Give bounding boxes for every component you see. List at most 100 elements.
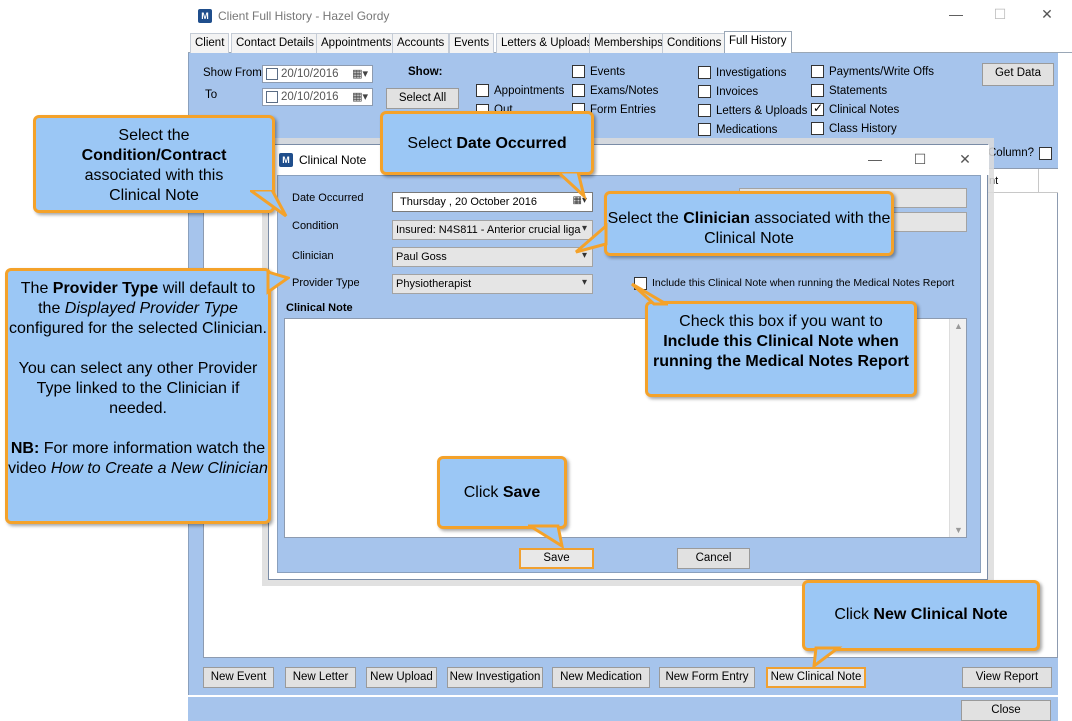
dialog-title-bar: M Clinical Note — ☐ ✕	[269, 145, 989, 175]
invoices-label: Invoices	[716, 86, 759, 98]
statements-checkbox[interactable]	[811, 84, 824, 97]
show-label: Show:	[408, 66, 443, 78]
callout-provider-type: The Provider Type will default to the Di…	[5, 268, 271, 524]
tab-letters-uploads[interactable]: Letters & Uploads	[496, 33, 598, 53]
condition-select[interactable]: Insured: N4S811 - Anterior crucial liga …	[392, 220, 593, 240]
to-checkbox[interactable]	[266, 91, 278, 103]
calendar-dropdown-icon[interactable]: ▦▾	[352, 91, 368, 103]
title-bar: M Client Full History - Hazel Gordy — ☐ …	[188, 0, 1072, 32]
tab-client[interactable]: Client	[190, 33, 230, 53]
right-edge	[1058, 53, 1072, 695]
payments-checkbox[interactable]	[811, 65, 824, 78]
select-all-button[interactable]: Select All	[386, 88, 459, 109]
tab-memberships[interactable]: Memberships	[589, 33, 669, 53]
close-icon[interactable]: ✕	[1041, 6, 1053, 22]
column-checkbox[interactable]	[1039, 147, 1052, 160]
new-upload-button[interactable]: New Upload	[366, 667, 437, 688]
events-label: Events	[590, 66, 626, 78]
appointments-checkbox[interactable]	[476, 84, 489, 97]
calendar-dropdown-icon[interactable]: ▦▾	[352, 68, 368, 80]
appointments-label: Appointments	[494, 85, 565, 97]
callout-condition: Select the Condition/Contract associated…	[33, 115, 275, 213]
medications-checkbox[interactable]	[698, 123, 711, 136]
clinical-notes-checkbox[interactable]	[811, 101, 824, 116]
footer-bar: Close	[188, 697, 1058, 721]
window-title: Client Full History - Hazel Gordy	[218, 9, 390, 23]
minimize-icon[interactable]: —	[949, 6, 963, 22]
new-letter-button[interactable]: New Letter	[285, 667, 356, 688]
tab-appointments[interactable]: Appointments	[316, 33, 397, 53]
chevron-down-icon[interactable]: ▾	[581, 223, 587, 234]
view-report-button[interactable]: View Report	[962, 667, 1052, 688]
date-occurred-picker[interactable]: Thursday , 20 October 2016 ▦▾	[392, 192, 593, 212]
date-occurred-label: Date Occurred	[292, 192, 364, 204]
form-entries-label: Form Entries	[590, 104, 656, 116]
grid-header: nt	[984, 169, 1058, 193]
show-from-date[interactable]: 20/10/2016 ▦▾	[262, 65, 373, 83]
chevron-down-icon[interactable]: ▾	[581, 277, 587, 288]
provider-type-select[interactable]: Physiotherapist ▾	[392, 274, 593, 294]
new-investigation-button[interactable]: New Investigation	[447, 667, 543, 688]
scroll-up-icon[interactable]: ▲	[954, 321, 963, 331]
tab-accounts[interactable]: Accounts	[392, 33, 450, 53]
callout-include: Check this box if you want to Include th…	[645, 301, 917, 397]
exams-notes-checkbox[interactable]	[572, 84, 585, 97]
callout-new-clinical-note: Click New Clinical Note	[802, 580, 1040, 651]
clinical-notes-label: Clinical Notes	[829, 104, 900, 116]
tab-bar: Client Contact Details Appointments Acco…	[188, 31, 1072, 53]
callout-condition-pointer	[250, 190, 288, 218]
cancel-button[interactable]: Cancel	[677, 548, 750, 569]
new-clinical-note-button[interactable]: New Clinical Note	[766, 667, 866, 688]
tab-conditions[interactable]: Conditions	[662, 33, 727, 53]
investigations-checkbox[interactable]	[698, 66, 711, 79]
show-from-label: Show From	[203, 67, 262, 79]
callout-include-pointer	[630, 282, 668, 306]
include-report-label: Include this Clinical Note when running …	[652, 277, 955, 289]
dialog-maximize-icon[interactable]: ☐	[913, 151, 927, 167]
column-label: Column?	[988, 147, 1035, 159]
medications-label: Medications	[716, 124, 778, 136]
provider-type-label: Provider Type	[292, 277, 360, 289]
dialog-minimize-icon[interactable]: —	[868, 151, 882, 167]
calendar-dropdown-icon[interactable]: ▦▾	[572, 195, 587, 206]
class-history-label: Class History	[829, 123, 897, 135]
invoices-checkbox[interactable]	[698, 85, 711, 98]
new-medication-button[interactable]: New Medication	[552, 667, 650, 688]
grid-divider	[1038, 169, 1039, 193]
mi-logo-icon: M	[279, 153, 293, 167]
new-form-entry-button[interactable]: New Form Entry	[659, 667, 755, 688]
close-button[interactable]: Close	[961, 700, 1051, 721]
callout-new-note-pointer	[812, 646, 843, 670]
get-data-button[interactable]: Get Data	[982, 63, 1054, 86]
exams-notes-label: Exams/Notes	[590, 85, 659, 97]
callout-provider-pointer	[266, 270, 290, 295]
events-checkbox[interactable]	[572, 65, 585, 78]
payments-label: Payments/Write Offs	[829, 66, 935, 78]
dialog-close-icon[interactable]: ✕	[959, 151, 971, 167]
callout-date: Select Date Occurred	[380, 111, 594, 175]
investigations-label: Investigations	[716, 67, 787, 79]
maximize-icon[interactable]: ☐	[993, 6, 1007, 22]
clinician-label: Clinician	[292, 250, 334, 262]
clinician-select[interactable]: Paul Goss ▾	[392, 247, 593, 267]
clinical-note-label: Clinical Note	[286, 302, 353, 314]
note-scrollbar[interactable]: ▲ ▼	[949, 319, 966, 537]
to-label: To	[205, 89, 218, 101]
class-history-checkbox[interactable]	[811, 122, 824, 135]
tab-contact-details[interactable]: Contact Details	[231, 33, 319, 53]
to-date[interactable]: 20/10/2016 ▦▾	[262, 88, 373, 106]
callout-date-pointer	[556, 172, 587, 200]
new-event-button[interactable]: New Event	[203, 667, 274, 688]
statements-label: Statements	[829, 85, 888, 97]
tab-events[interactable]: Events	[449, 33, 495, 53]
callout-clinician-pointer	[575, 222, 608, 254]
save-button[interactable]: Save	[519, 548, 594, 569]
scroll-down-icon[interactable]: ▼	[954, 525, 963, 535]
dialog-title: Clinical Note	[299, 153, 367, 167]
show-from-checkbox[interactable]	[266, 68, 278, 80]
chevron-down-icon[interactable]: ▾	[581, 250, 587, 261]
letters-uploads-checkbox[interactable]	[698, 104, 711, 117]
tab-full-history[interactable]: Full History	[724, 31, 792, 53]
callout-clinician: Select the Clinician associated with the…	[604, 191, 894, 256]
mi-logo-icon: M	[198, 9, 212, 23]
